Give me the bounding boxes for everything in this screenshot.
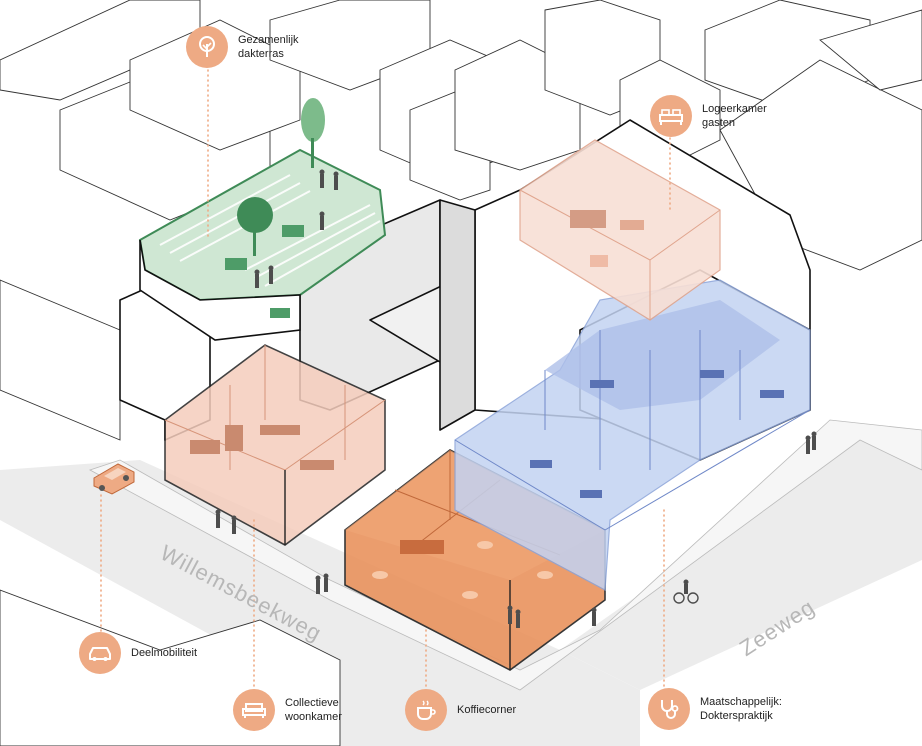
- callout-guest-room: Logeerkamer gasten: [650, 95, 767, 137]
- sofa-icon: [233, 689, 275, 731]
- callout-coffee-corner: Koffiecorner: [405, 689, 516, 731]
- callout-living-room: Collectieve woonkamer: [233, 689, 342, 731]
- road-zeeweg: [560, 440, 922, 690]
- tree-icon: [186, 26, 228, 68]
- callout-label: Collectieve woonkamer: [285, 697, 342, 723]
- living-room-zone: [164, 344, 386, 546]
- callout-label: Koffiecorner: [457, 704, 517, 716]
- leader-lines: [100, 69, 671, 691]
- people-figures: [215, 169, 817, 628]
- shared-car: [93, 463, 135, 495]
- callout-doctors-practice: Maatschappelijk: Dokterspraktijk: [648, 688, 782, 730]
- callout-label: Maatschappelijk: Dokterspraktijk: [700, 696, 782, 722]
- callout-label: Deelmobiliteit: [131, 647, 198, 659]
- doctors-practice-zone: [454, 279, 811, 591]
- road-willemsbeekweg: [0, 460, 640, 746]
- callout-shared-mobility: Deelmobiliteit: [79, 632, 197, 674]
- stethoscope-icon: [648, 688, 690, 730]
- callout-label: Logeerkamer gasten: [702, 103, 767, 129]
- bed-icon: [650, 95, 692, 137]
- callout-roof-terrace: Gezamenlijk dakterras: [186, 26, 299, 68]
- guest-room-zone: [519, 139, 721, 321]
- coffee-cup-icon: [405, 689, 447, 731]
- pavement: [88, 419, 922, 691]
- car-icon: [79, 632, 121, 674]
- callout-label: Gezamenlijk dakterras: [238, 34, 299, 60]
